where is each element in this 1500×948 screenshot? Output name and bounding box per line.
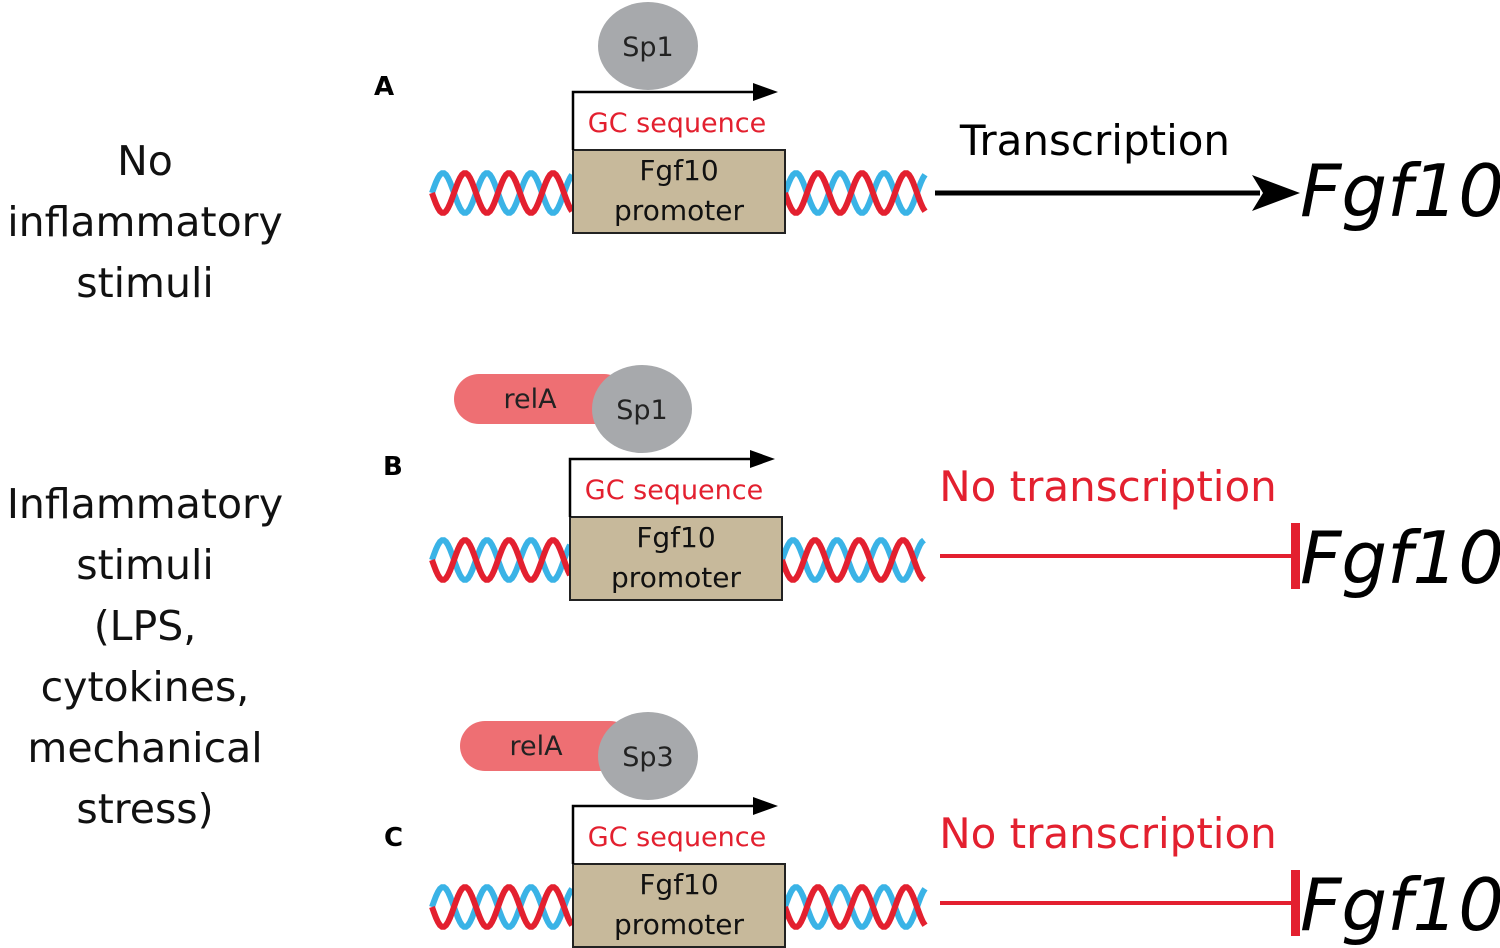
promoter-box: [572, 149, 786, 234]
transcription-factor-label: Sp3: [622, 742, 673, 773]
transcription-factor-circle: [598, 2, 698, 90]
panel-a: A Fgf10 promoter GC sequence Sp1Transcriptio…: [374, 2, 1500, 234]
dna-strand-blue: [779, 537, 926, 583]
transcription-factor-label: Sp1: [616, 395, 667, 426]
dna-strand-red: [782, 170, 928, 216]
condition-line: Inflammatory: [6, 480, 284, 528]
gene-label: Fgf10: [1300, 863, 1500, 947]
condition-line: stimuli: [76, 541, 214, 589]
rela-pill: [454, 374, 629, 424]
dna-strand-red: [779, 537, 926, 583]
panel-letter: C: [384, 823, 403, 853]
outcome-label: No transcription: [939, 809, 1277, 858]
tss-arrow-line: [571, 90, 763, 150]
dna-strand-red: [429, 537, 573, 583]
gc-sequence-label: GC sequence: [588, 108, 766, 139]
promoter-box: [572, 863, 786, 948]
tss-arrow-head: [750, 450, 775, 468]
panel-letter: B: [383, 452, 403, 482]
promoter-label-word: promoter: [614, 908, 744, 941]
panel-letter: A: [374, 72, 394, 102]
transcription-factor-label: Sp1: [622, 32, 673, 63]
inhibition-bar: [1291, 870, 1300, 936]
gc-sequence-label: GC sequence: [588, 822, 766, 853]
tss-arrow-head: [753, 797, 778, 815]
tss-arrow-line: [571, 804, 763, 864]
dna-strand-red: [429, 884, 575, 930]
condition-line: stress): [76, 785, 214, 833]
promoter-box: [569, 516, 783, 601]
condition-line: stimuli: [76, 259, 214, 307]
condition-line: cytokines,: [40, 663, 250, 711]
outcome-label: No transcription: [939, 462, 1277, 511]
promoter-label-gene: Fgf10: [636, 521, 715, 554]
panel-b: B Fgf10 promoter GC sequence relA Sp1 No trans…: [383, 365, 1500, 601]
tss-arrow-line: [568, 457, 760, 517]
transcription-factor-circle: [592, 365, 692, 453]
promoter-label-word: promoter: [614, 194, 744, 227]
condition-label-no-inflammation: No inflammatory stimuli: [0, 131, 290, 314]
condition-line: inflammatory: [7, 198, 283, 246]
promoter-label-gene: Fgf10: [639, 868, 718, 901]
rela-label: relA: [509, 731, 563, 762]
dna-strand-red: [782, 884, 928, 930]
condition-line: mechanical: [27, 724, 263, 772]
rela-label: relA: [503, 384, 557, 415]
promoter-label-word: promoter: [611, 561, 741, 594]
gene-label: Fgf10: [1300, 149, 1500, 233]
condition-line: No: [117, 137, 173, 185]
inhibition-bar: [1291, 523, 1300, 589]
tss-arrow-head: [753, 83, 778, 101]
panel-c: C Fgf10 promoter GC sequence relA Sp3 No trans…: [384, 712, 1500, 948]
dna-strand-red: [429, 170, 575, 216]
condition-label-inflammation: Inflammatory stimuli (LPS, cytokines, mechan…: [0, 474, 290, 840]
rela-pill: [460, 721, 635, 771]
gene-label: Fgf10: [1300, 516, 1500, 600]
transcription-factor-circle: [598, 712, 698, 800]
gc-sequence-label: GC sequence: [585, 475, 763, 506]
outcome-label: Transcription: [959, 116, 1230, 165]
promoter-label-gene: Fgf10: [639, 154, 718, 187]
condition-line: (LPS,: [93, 602, 197, 650]
activation-arrow-head: [1252, 175, 1300, 211]
